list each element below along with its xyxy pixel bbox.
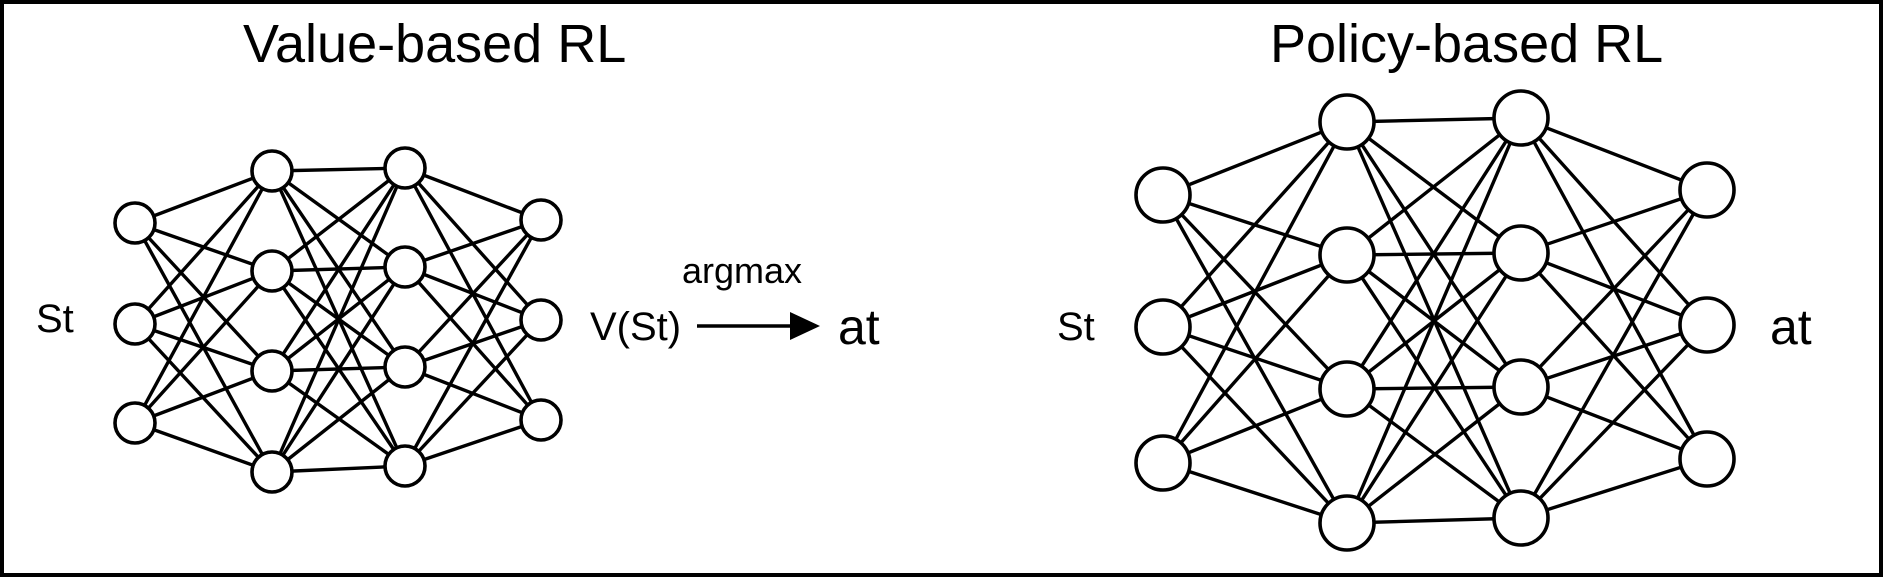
argmax-label: argmax [682, 250, 802, 291]
edge-l0-n0-to-n0 [134, 169, 273, 225]
value-based-title: Value-based RL [243, 14, 626, 74]
edge-l0-n2-to-n3 [134, 421, 273, 474]
neuron-layer1-1 [250, 249, 294, 293]
edge-l1-n3-to-n2 [1345, 385, 1523, 525]
neuron-layer1-0 [1318, 93, 1376, 151]
edge-l0-n2-to-n0 [1161, 121, 1349, 464]
edge-l0-n2-to-n2 [134, 369, 273, 425]
neuron-layer0-1 [113, 302, 157, 346]
edge-l0-n2-to-n2 [1162, 387, 1348, 465]
neuron-layer2-2 [1492, 358, 1550, 416]
value-network-nodes [113, 146, 563, 494]
neuron-layer0-0 [113, 201, 157, 245]
edge-l1-n3-to-n3 [271, 464, 406, 474]
neuron-layer0-2 [113, 401, 157, 445]
policy-network-nodes [1134, 89, 1736, 552]
edge-l2-n2-to-n0 [403, 218, 543, 369]
neuron-layer0-2 [1134, 434, 1192, 492]
neuron-layer3-1 [1678, 296, 1736, 354]
edge-l0-n2-to-n3 [1162, 461, 1348, 525]
edge-l1-n0-to-n0 [1346, 116, 1522, 124]
neuron-layer3-1 [519, 298, 563, 342]
edge-l1-n3-to-n2 [270, 365, 407, 474]
neuron-layer1-1 [1318, 226, 1376, 284]
edge-l2-n3-to-n2 [404, 418, 542, 468]
edge-l1-n1-to-n0 [270, 166, 407, 273]
neuron-layer1-2 [1318, 360, 1376, 418]
edge-l2-n3-to-n0 [403, 219, 543, 467]
neuron-layer2-0 [1492, 89, 1550, 147]
edge-l2-n3-to-n1 [403, 318, 543, 468]
edge-l2-n1-to-n0 [1520, 188, 1708, 255]
neuron-layer3-0 [1678, 161, 1736, 219]
value-network-edges [133, 166, 543, 474]
edge-l0-n2-to-n1 [1161, 253, 1349, 465]
neuron-layer2-3 [1492, 489, 1550, 547]
edge-l1-n3-to-n1 [270, 266, 407, 473]
edge-l0-n0-to-n0 [1162, 120, 1348, 197]
edge-l2-n2-to-n0 [1519, 188, 1709, 389]
neuron-layer2-1 [1492, 224, 1550, 282]
value-action-label: at [838, 299, 880, 355]
edge-l0-n2-to-n0 [133, 170, 274, 424]
neuron-layer1-0 [250, 149, 294, 193]
edge-l2-n0-to-n0 [404, 166, 542, 222]
policy-input-label: St [1057, 305, 1095, 349]
edge-l2-n3-to-n0 [1519, 189, 1709, 519]
edge-l1-n3-to-n0 [1345, 117, 1523, 524]
neuron-layer1-3 [250, 450, 294, 494]
neuron-layer1-3 [1318, 494, 1376, 552]
edge-l2-n3-to-n2 [1520, 457, 1708, 520]
edge-l1-n0-to-n0 [271, 166, 406, 173]
edge-l0-n1-to-n0 [133, 169, 274, 326]
neuron-layer3-0 [519, 198, 563, 242]
edge-l0-n2-to-n1 [133, 269, 274, 425]
edge-l1-n2-to-n0 [270, 167, 407, 372]
neuron-layer3-2 [1678, 430, 1736, 488]
edge-l1-n2-to-n0 [1345, 117, 1523, 390]
policy-based-title: Policy-based RL [1270, 14, 1663, 74]
edge-l0-n1-to-n0 [1161, 120, 1349, 329]
edge-l2-n1-to-n0 [404, 218, 542, 269]
neuron-layer0-1 [1134, 298, 1192, 356]
neuron-layer2-0 [383, 146, 427, 190]
policy-network-edges [1161, 116, 1709, 525]
edge-l2-n0-to-n0 [1520, 116, 1708, 192]
value-input-label: St [36, 297, 74, 341]
policy-output-label: at [1770, 299, 1812, 355]
edge-l1-n1-to-n0 [1345, 116, 1523, 257]
argmax-arrow-head [790, 312, 820, 340]
value-output-label: V(St) [590, 305, 681, 349]
edge-l1-n3-to-n3 [1346, 516, 1522, 525]
neuron-layer2-1 [383, 245, 427, 289]
edge-l1-n3-to-n1 [1345, 252, 1523, 524]
neuron-layer3-2 [519, 398, 563, 442]
neuron-layer2-2 [383, 345, 427, 389]
policy-based-network [1134, 89, 1736, 552]
neuron-layer1-2 [250, 349, 294, 393]
neuron-layer2-3 [383, 444, 427, 488]
edge-l2-n3-to-n1 [1519, 323, 1709, 520]
value-based-network [113, 146, 563, 494]
edge-l1-n3-to-n0 [270, 167, 407, 473]
neuron-layer0-0 [1134, 166, 1192, 224]
